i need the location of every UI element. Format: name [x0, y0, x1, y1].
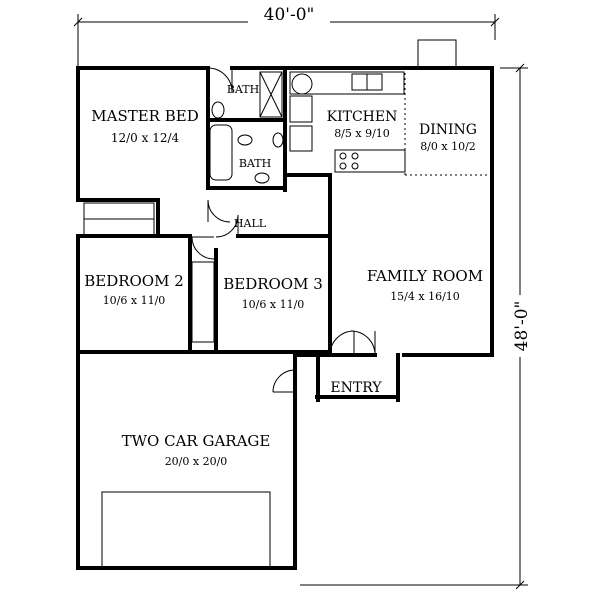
bedroom-3-label: BEDROOM 3 — [223, 275, 323, 293]
family-room-label: FAMILY ROOM — [367, 267, 483, 285]
bathtub — [209, 124, 233, 181]
range — [334, 149, 406, 173]
water-heater — [291, 73, 313, 95]
refrigerator — [289, 95, 313, 123]
bath-fixtures — [209, 71, 284, 184]
kitchen-size: 8/5 x 9/10 — [334, 127, 390, 140]
bedroom-2-label: BEDROOM 2 — [84, 272, 184, 290]
family-room-size: 15/4 x 16/10 — [390, 290, 460, 303]
hall-label: HALL — [234, 217, 267, 230]
kitchen-label: KITCHEN — [327, 109, 398, 125]
chimney-bay — [417, 39, 457, 69]
open-plan-dividers — [329, 68, 492, 236]
garage-label: TWO CAR GARAGE — [122, 432, 271, 450]
exterior-walls — [76, 66, 494, 570]
master-bed-label: MASTER BED — [91, 107, 198, 125]
bath-upper-label: BATH — [227, 83, 259, 96]
dining-label: DINING — [419, 122, 477, 138]
garage-size: 20/0 x 20/0 — [165, 455, 228, 468]
width-dimension-label: 40'-0" — [264, 5, 315, 25]
door-swings — [191, 67, 376, 393]
bedroom-3-size: 10/6 x 11/0 — [242, 298, 305, 311]
garage-door — [101, 491, 271, 569]
dining-size: 8/0 x 10/2 — [420, 140, 476, 153]
toilet-lower — [272, 132, 284, 148]
entry-stoop — [315, 395, 399, 399]
kitchen-fixtures — [289, 71, 406, 173]
entry-label: ENTRY — [330, 380, 382, 396]
depth-dimension-label: 48'-0" — [512, 301, 532, 352]
bedroom-2-size: 10/6 x 11/0 — [103, 294, 166, 307]
bath-lower-label: BATH — [239, 157, 271, 170]
west-windows — [83, 202, 215, 343]
toilet-upper — [211, 101, 225, 119]
master-bed-size: 12/0 x 12/4 — [111, 131, 180, 145]
